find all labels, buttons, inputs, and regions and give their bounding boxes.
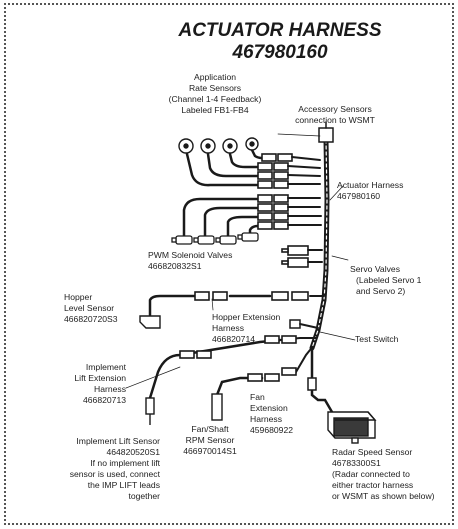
- hopper-connectors: [194, 291, 309, 301]
- hopper-ext-line: Hopper Extension: [212, 312, 281, 322]
- hopper-ext-line: Harness: [212, 323, 244, 333]
- lift-ext-line: Implement: [85, 362, 126, 372]
- fan-ext-line: Harness: [250, 414, 282, 424]
- title-line-2: 467980160: [232, 42, 328, 63]
- pwm-valve-icons: [171, 232, 259, 245]
- label-pwm-valves: PWM Solenoid Valves 466820832S1: [148, 250, 258, 272]
- fan-connectors: [247, 367, 297, 382]
- lift-connectors: [179, 335, 297, 359]
- fan-ext-line: Fan: [250, 392, 265, 402]
- radar-line: Radar Speed Sensor: [332, 447, 413, 457]
- label-fan-extension: Fan Extension Harness 459680922: [250, 392, 320, 436]
- lift-ext-line: 466820713: [82, 395, 126, 405]
- radar-line: or WSMT as shown below): [332, 491, 435, 501]
- label-impl-lift-sensor: Implement Lift Sensor 464820520S1 If no …: [48, 436, 160, 502]
- radar-line: either tractor harness: [332, 480, 414, 490]
- hopper-ext-line: 466820714: [212, 334, 256, 344]
- lift-sensor-line: the IMP LIFT leads: [87, 480, 160, 490]
- lift-sensor-line: together: [128, 491, 160, 501]
- rate-sensor-icons: [178, 137, 259, 154]
- lift-ext-line: Harness: [94, 384, 126, 394]
- lift-sensor-line: If no implement lift: [90, 458, 160, 468]
- label-fan-shaft-sensor: Fan/Shaft RPM Sensor 466970014S1: [172, 424, 248, 457]
- fan-ext-line: 459680922: [250, 425, 294, 435]
- test-switch-line: Test Switch: [355, 334, 399, 344]
- radar-sensor-icon: [327, 411, 377, 444]
- lift-ext-line: Lift Extension: [74, 373, 126, 383]
- app-rate-line: Labeled FB1-FB4: [181, 105, 249, 115]
- servo-line: (Labeled Servo 1: [356, 275, 422, 285]
- pwm-line: 466820832S1: [148, 261, 202, 271]
- lift-sensor-line: 464820520S1: [106, 447, 160, 457]
- wsmt-connector: [318, 127, 334, 143]
- lift-sensor-icon: [145, 397, 155, 425]
- app-rate-line: (Channel 1-4 Feedback): [168, 94, 262, 104]
- lift-sensor-line: Implement Lift Sensor: [76, 436, 160, 446]
- servo-line: Servo Valves: [350, 264, 400, 274]
- fan-shaft-line: 466970014S1: [183, 446, 237, 456]
- hopper-level-line: Hopper: [64, 292, 93, 302]
- label-servo-valves: Servo Valves (Labeled Servo 1 and Servo …: [350, 264, 450, 297]
- accessory-line: connection to WSMT: [295, 115, 375, 125]
- main-trunk: [309, 137, 330, 351]
- diagram-border: [4, 3, 454, 525]
- accessory-line: Accessory Sensors: [298, 104, 372, 114]
- label-hopper-extension: Hopper Extension Harness 466820714: [212, 312, 302, 345]
- app-rate-line: Rate Sensors: [188, 83, 242, 93]
- hopper-level-line: Level Sensor: [64, 303, 115, 313]
- label-test-switch: Test Switch: [355, 334, 425, 345]
- label-accessory-sensors: Accessory Sensors connection to WSMT: [280, 104, 390, 126]
- pwm-line: PWM Solenoid Valves: [148, 250, 233, 260]
- fan-shaft-line: Fan/Shaft: [191, 424, 229, 434]
- servo-line: and Servo 2): [356, 286, 406, 296]
- label-app-rate-sensors: Application Rate Sensors (Channel 1-4 Fe…: [150, 72, 280, 116]
- rate-sensor-connectors: [257, 153, 293, 189]
- fan-shaft-line: RPM Sensor: [185, 435, 235, 445]
- fan-ext-line: Extension: [250, 403, 288, 413]
- label-actuator-harness: Actuator Harness 467980160: [337, 180, 447, 202]
- pwm-connectors: [257, 194, 289, 230]
- hopper-sensor-icon: [139, 315, 161, 329]
- lift-sensor-line: sensor is used, connect: [69, 469, 160, 479]
- label-lift-extension: Implement Lift Extension Harness 4668207…: [40, 362, 126, 406]
- radar-line: 46783300S1: [332, 458, 381, 468]
- servo-connectors: [281, 245, 309, 268]
- diagram-title: ACTUATOR HARNESS 467980160: [150, 20, 410, 64]
- label-radar-sensor: Radar Speed Sensor 46783300S1 (Radar con…: [332, 447, 450, 502]
- fan-sensor-icon: [211, 393, 223, 421]
- radar-line: (Radar connected to: [332, 469, 410, 479]
- hopper-level-line: 466820720S3: [64, 314, 118, 324]
- app-rate-line: Application: [193, 72, 237, 82]
- actuator-line: 467980160: [337, 191, 381, 201]
- actuator-line: Actuator Harness: [337, 180, 404, 190]
- title-line-1: ACTUATOR HARNESS: [178, 20, 382, 41]
- label-hopper-level-sensor: Hopper Level Sensor 466820720S3: [64, 292, 144, 325]
